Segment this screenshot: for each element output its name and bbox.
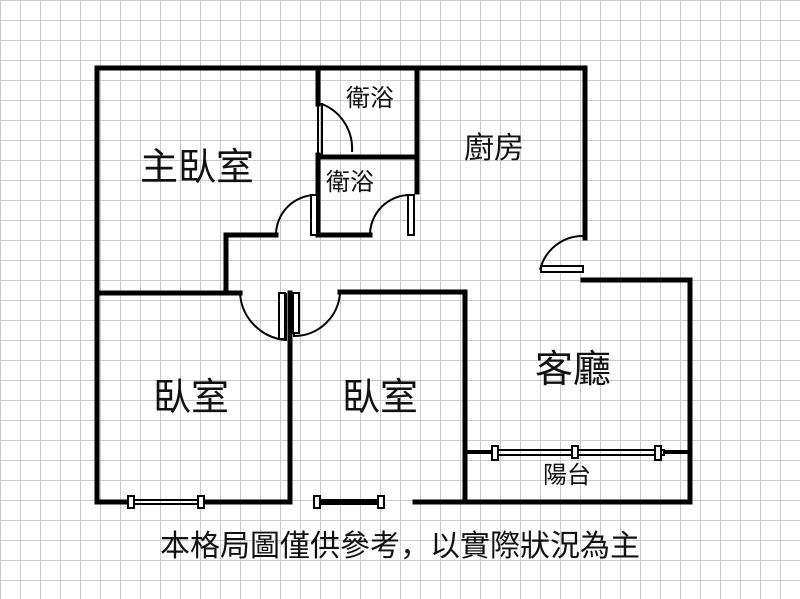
door-leaf — [292, 292, 300, 334]
door-swing — [369, 193, 411, 236]
disclaimer-note: 本格局圖僅供參考，以實際狀況為主 — [160, 529, 640, 564]
room-label-bathroom: 衛浴 — [346, 84, 394, 112]
door-swing — [293, 292, 341, 338]
room-label-kitchen: 廚房 — [464, 131, 524, 166]
door-leaf — [540, 265, 584, 273]
room-label-living-room: 客廳 — [535, 347, 612, 391]
outer-wall — [94, 65, 588, 231]
window-post — [491, 445, 499, 461]
room-label-bedroom: 臥室 — [342, 375, 419, 419]
door-leaf — [278, 292, 286, 340]
room-label-master-bedroom: 主臥室 — [140, 145, 255, 189]
door-swing — [317, 103, 354, 156]
window-post — [377, 495, 385, 509]
window-post — [127, 495, 135, 509]
interior-wall — [337, 289, 468, 505]
outer-wall — [580, 277, 693, 505]
door-leaf — [407, 194, 415, 236]
window-post — [313, 495, 321, 509]
window-post — [571, 445, 579, 459]
window-post — [654, 445, 662, 461]
room-label-balcony: 陽台 — [543, 461, 591, 489]
window-post — [197, 495, 205, 509]
door-swing — [539, 234, 584, 271]
room-label-bedroom: 臥室 — [153, 375, 230, 419]
interior-wall — [223, 232, 279, 296]
room-label-bathroom: 衛浴 — [326, 168, 374, 196]
door-leaf — [310, 194, 318, 236]
